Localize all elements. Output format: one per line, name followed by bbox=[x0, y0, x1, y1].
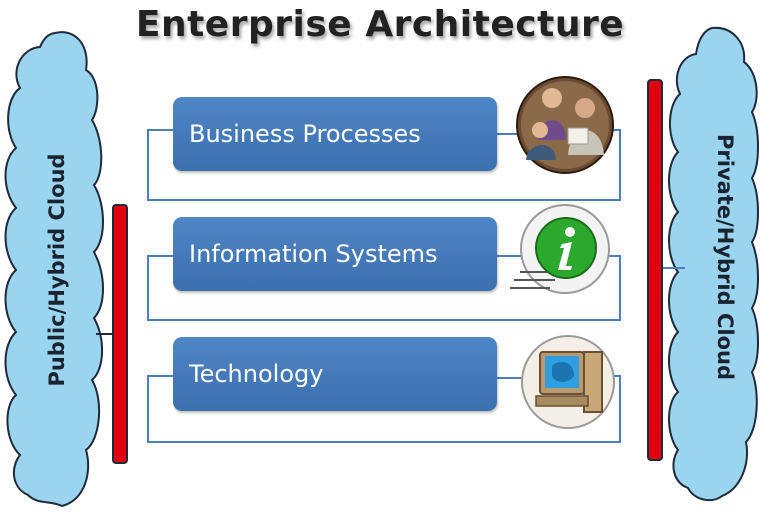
layer-label: Technology bbox=[189, 360, 324, 388]
left-red-bar bbox=[112, 204, 128, 464]
right-red-bar bbox=[647, 79, 663, 461]
right-cloud-label: Private/Hybrid Cloud bbox=[713, 134, 737, 380]
layer-technology: Technology bbox=[173, 337, 497, 411]
computer-icon bbox=[521, 335, 615, 429]
business-people-icon bbox=[516, 76, 614, 174]
layer-business-processes: Business Processes bbox=[173, 97, 497, 171]
layer-label: Business Processes bbox=[189, 120, 421, 148]
left-cloud bbox=[4, 31, 104, 508]
bracket-business bbox=[147, 129, 621, 201]
layer-label: Information Systems bbox=[189, 240, 438, 268]
bracket-technology bbox=[147, 375, 621, 443]
left-cloud-label: Public/Hybrid Cloud bbox=[45, 153, 69, 387]
layer-information-systems: Information Systems bbox=[173, 217, 497, 291]
information-icon bbox=[510, 204, 610, 294]
right-cloud bbox=[668, 26, 759, 502]
page-title: Enterprise Architecture bbox=[135, 4, 625, 45]
bracket-information bbox=[147, 255, 621, 321]
